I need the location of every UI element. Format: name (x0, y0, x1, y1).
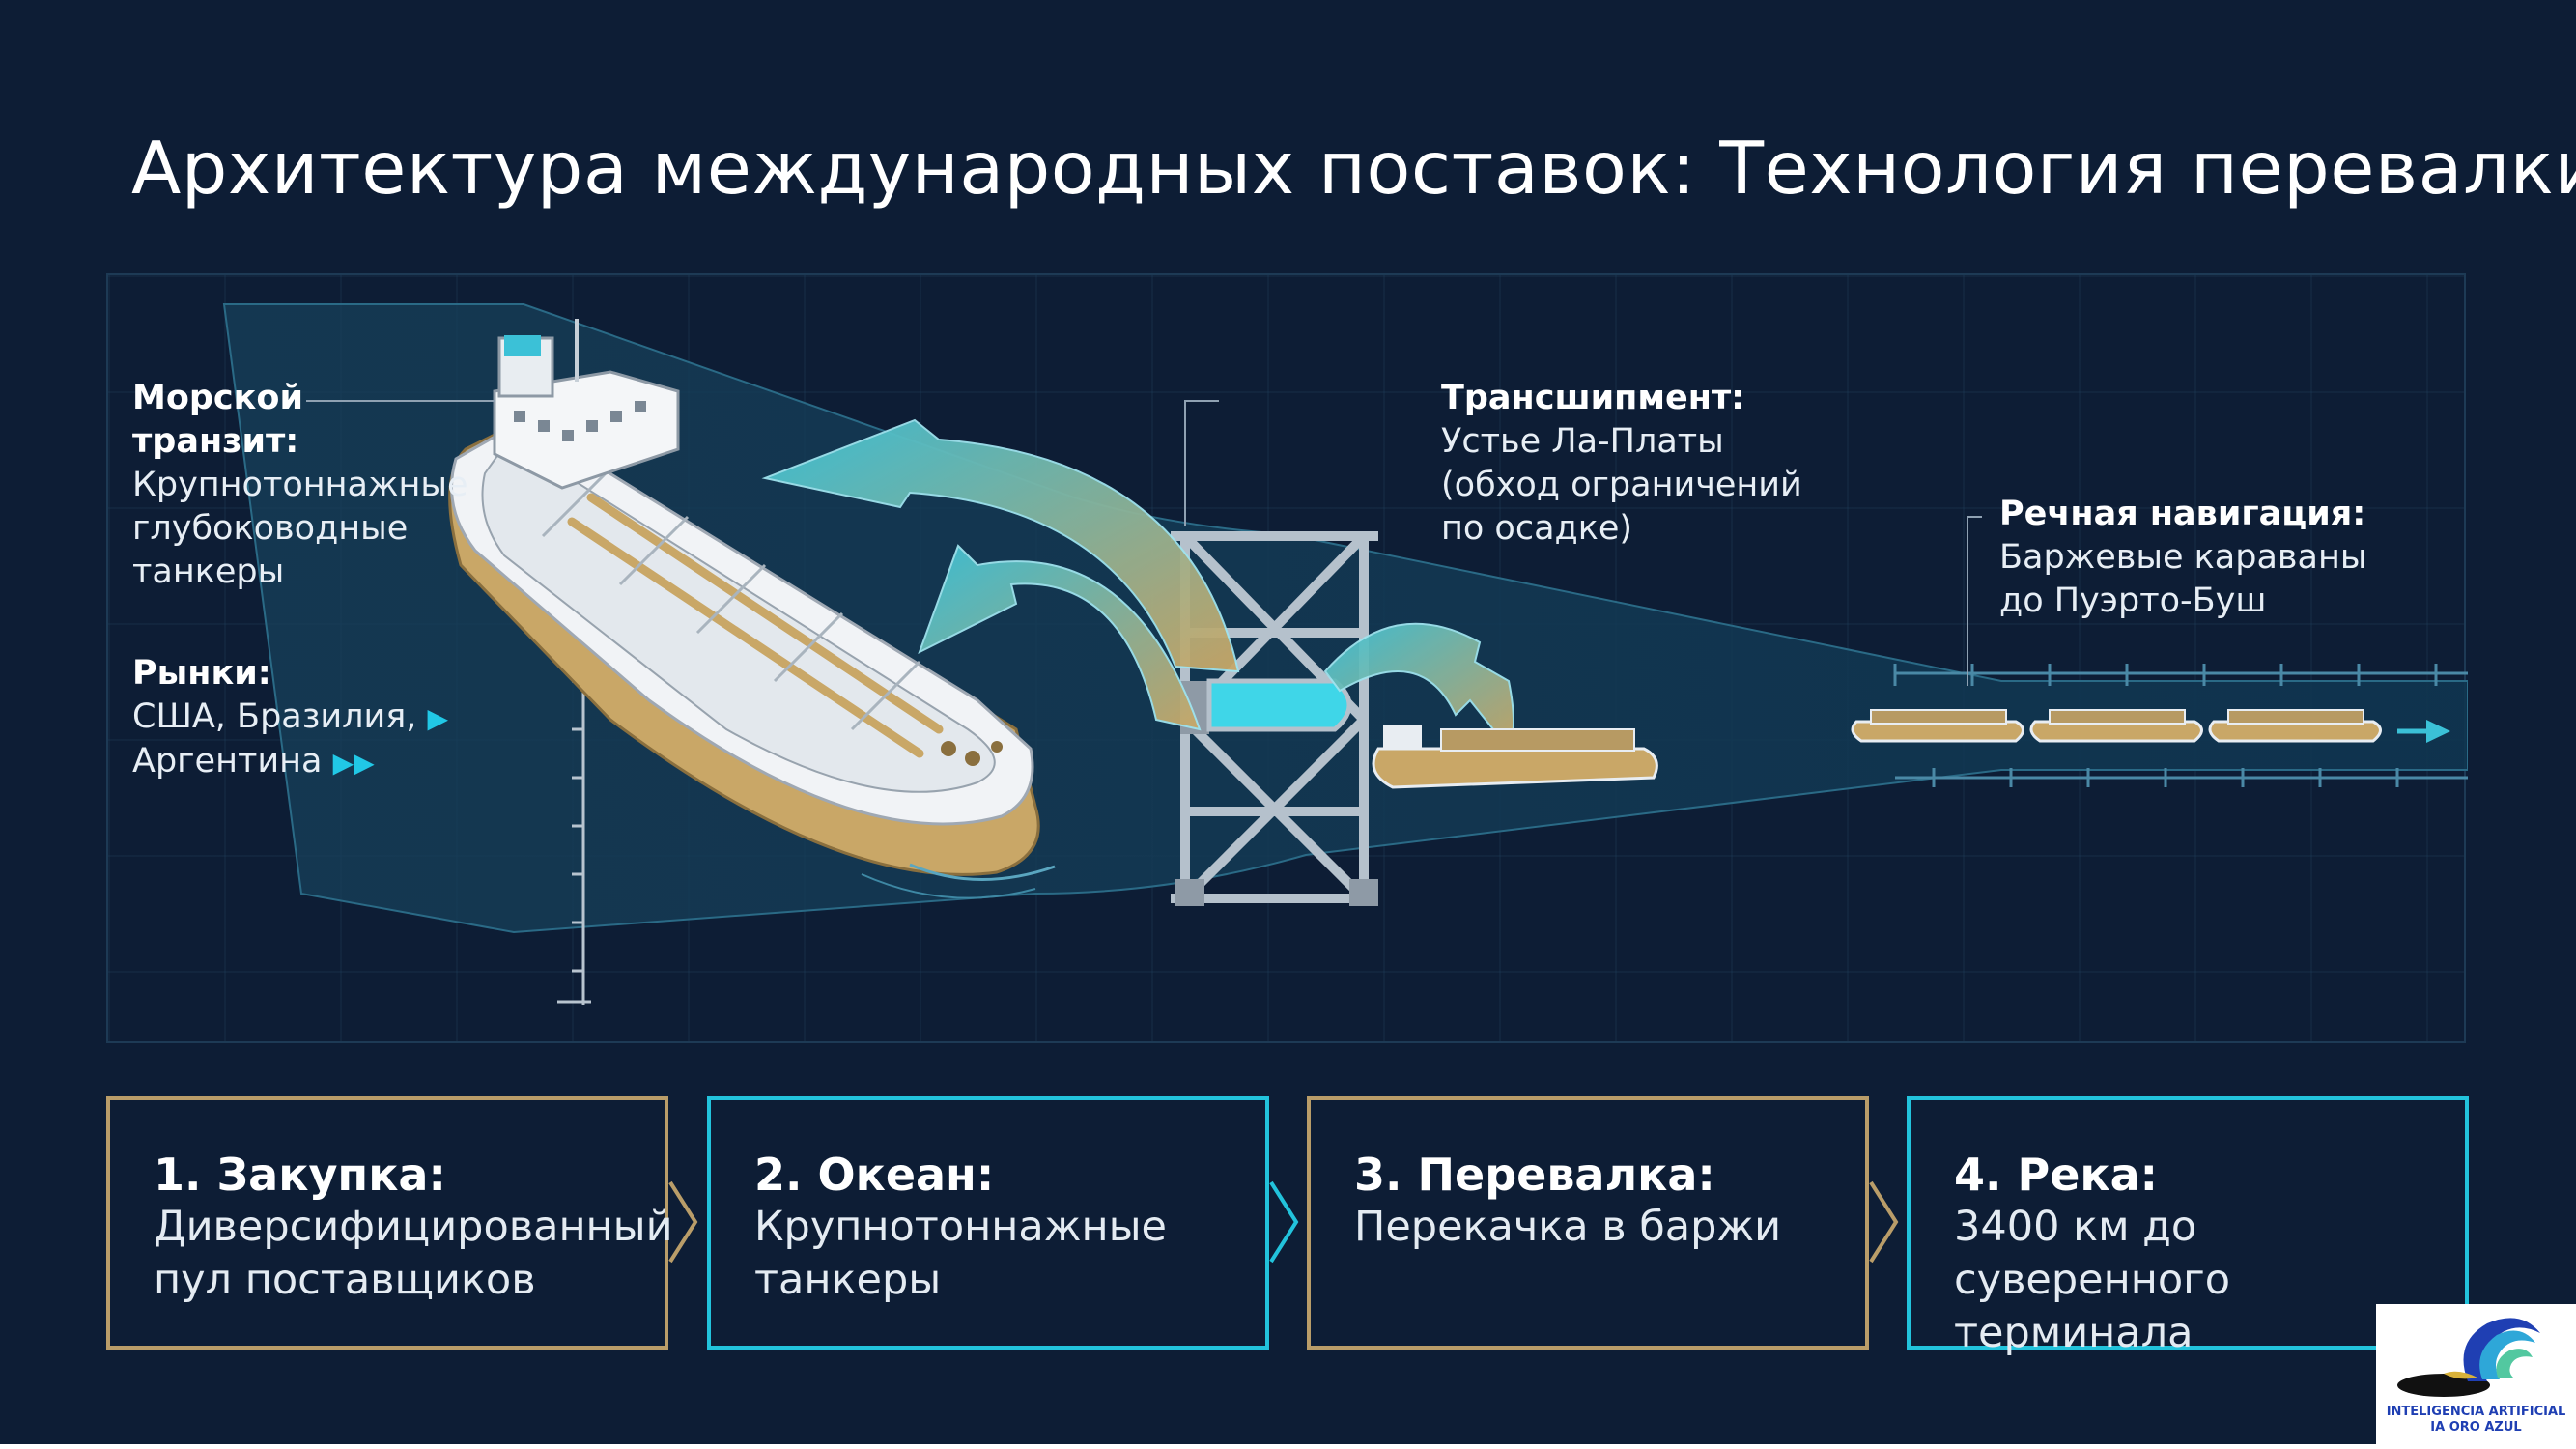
double-play-arrow-icon: ▶▶ (332, 747, 375, 779)
step-1-title: 1. Закупка: (154, 1149, 446, 1201)
crane-foot-right (1349, 879, 1378, 906)
chevron-right-icon (1269, 1180, 1299, 1264)
step-3-title: 3. Перевалка: (1354, 1149, 1715, 1201)
river-heading: Речная навигация: (1999, 495, 2366, 533)
crane-foot-left (1175, 879, 1204, 906)
sea-transit-body-2: глубоководные (132, 509, 409, 548)
transshipment-body-1: Устье Ла-Платы (1441, 422, 1724, 461)
markets-line-2: Аргентина ▶▶ (132, 742, 375, 781)
barge-icon (1372, 724, 1658, 789)
step-2-title: 2. Океан: (754, 1149, 995, 1201)
logo-text-1: INTELIGENCIA ARTIFICIAL (2386, 1405, 2566, 1419)
sea-transit-body-3: танкеры (132, 553, 285, 591)
markets-heading: Рынки: (132, 654, 271, 693)
step-3-body: Перекачка в баржи (1354, 1203, 1782, 1251)
play-arrow-icon: ▶ (427, 702, 449, 734)
ia-oro-azul-logo: INTELIGENCIA ARTIFICIAL IA ORO AZUL (2376, 1304, 2576, 1449)
logistics-scene: Морской транзит: Крупнотоннажные глубоко… (106, 273, 2468, 1043)
river-body-2: до Пуэрто-Буш (1999, 582, 2267, 620)
transfer-tank (1206, 678, 1352, 732)
label-sea-transit: Морской транзит: Крупнотоннажные глубоко… (132, 377, 468, 594)
river-scale (1893, 664, 2468, 787)
page-title: Архитектура международных поставок: Техн… (131, 126, 2576, 211)
transshipment-body-2: (обход ограничений (1441, 466, 1802, 504)
barge-convoy (1851, 709, 2450, 743)
sea-transit-heading-2: транзит: (132, 422, 299, 461)
step-card-3: 3. Перевалка: Перекачка в баржи (1307, 1096, 1869, 1350)
transshipment-heading: Трансшипмент: (1441, 379, 1745, 417)
step-4-title: 4. Река: (1954, 1149, 2159, 1201)
chevron-right-icon (1869, 1180, 1899, 1264)
markets-line-1: США, Бразилия, ▶ (132, 697, 449, 736)
logo-emblem (2397, 1318, 2540, 1397)
flow-arrow-icon (918, 544, 1202, 731)
logo-text-2: IA ORO AZUL (2430, 1420, 2522, 1435)
flow-arrow-icon (1323, 622, 1514, 751)
sea-transit-body-1: Крупнотоннажные (132, 466, 468, 504)
river-body-1: Баржевые караваны (1999, 538, 2367, 577)
transshipment-body-3: по осадке) (1441, 509, 1633, 548)
depth-scale (557, 654, 591, 1005)
label-river-navigation: Речная навигация: Баржевые караваны до П… (1999, 493, 2367, 623)
scene-illustration (222, 303, 2468, 1005)
leader-lines (306, 400, 1982, 686)
label-markets: Рынки: США, Бразилия, ▶ Аргентина ▶▶ (132, 652, 448, 784)
sea-transit-heading-1: Морской (132, 379, 303, 417)
tanker-ship-icon (448, 319, 1056, 899)
chevron-right-icon (668, 1180, 698, 1264)
flow-arrow-icon (761, 418, 1240, 673)
label-transshipment: Трансшипмент: Устье Ла-Платы (обход огра… (1441, 377, 1802, 551)
